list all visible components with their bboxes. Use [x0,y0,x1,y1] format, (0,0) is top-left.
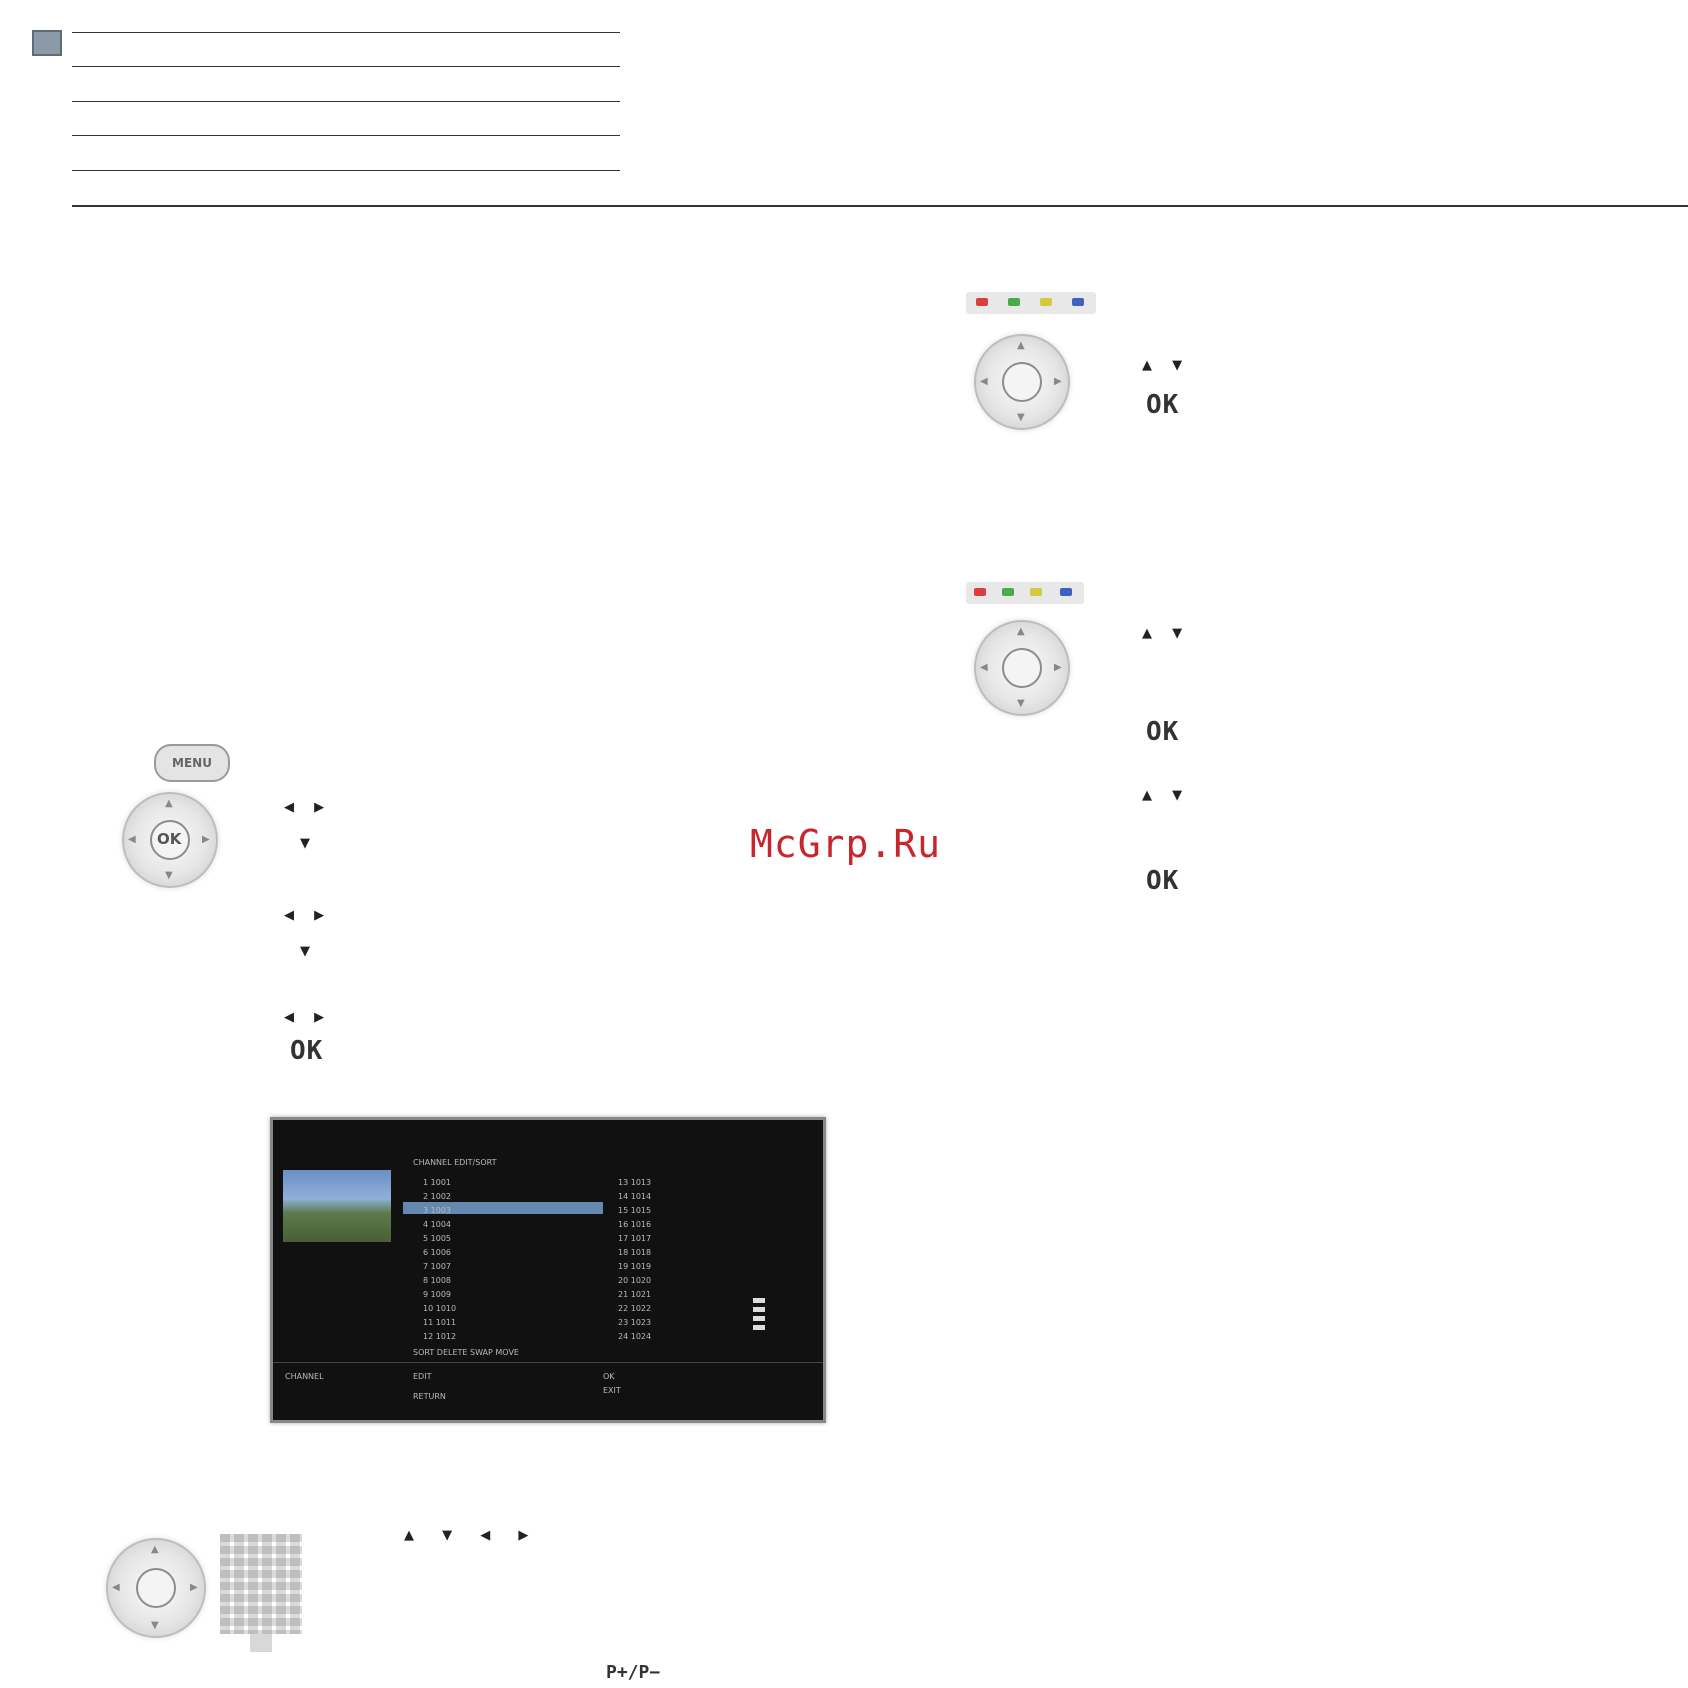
color-buttons-b [966,582,1084,604]
dpad-a-up-icon: ▲ [1017,340,1025,351]
watermark: McGrp.Ru [750,822,942,866]
number-pad-icon [220,1534,302,1634]
blue-button-icon[interactable] [1072,298,1084,306]
a-ok-label: OK [1146,390,1180,420]
tv-channel-item[interactable]: 11 1011 [423,1318,457,1327]
tv-channel-item[interactable]: 17 1017 [618,1234,652,1243]
b-ok-label: OK [1146,717,1180,747]
dpad-b-right-icon: ▶ [1054,662,1062,673]
tv-footer-bar [273,1362,823,1363]
tv-channel-item[interactable]: 2 1002 [423,1192,451,1201]
header-rule-3 [72,101,620,102]
dpad-a-left-icon: ◀ [980,376,988,387]
dpad-b-down-icon: ▼ [1017,698,1025,709]
header-rule-2 [72,66,620,67]
tv-channel-item[interactable]: 14 1014 [618,1192,652,1201]
dpad-ok-label: OK [157,830,182,848]
header-divider [72,205,1688,207]
tv-channel-item[interactable]: 16 1016 [618,1220,652,1229]
yellow-button-icon[interactable] [1040,298,1052,306]
pr-up-down-label: P+/P− [606,1662,661,1683]
tv-channel-item[interactable]: 8 1008 [423,1276,451,1285]
dpad-b-left-icon: ◀ [980,662,988,673]
red-button-b-icon[interactable] [974,588,986,596]
dpad-left-icon: ◀ [128,834,136,845]
dpad-bottom-right-icon: ▶ [190,1582,198,1593]
tv-channel-item[interactable]: 6 1006 [423,1248,451,1257]
tv-channel-item[interactable]: 20 1020 [618,1276,652,1285]
b-up-down-icon: ▲ ▼ [1142,626,1191,641]
blue-button-b-icon[interactable] [1060,588,1072,596]
tv-channel-item[interactable]: 21 1021 [618,1290,652,1299]
header-rule-5 [72,170,620,171]
tv-status-line: SORT DELETE SWAP MOVE [413,1348,519,1357]
tv-channel-item[interactable]: 4 1004 [423,1220,451,1229]
tv-thumbnail [283,1170,391,1242]
step2-left-right-icon: ◀ ▶ [284,908,333,923]
dpad-bottom-down-icon: ▼ [151,1620,159,1631]
dpad-remote-b[interactable]: ▲ ▼ ◀ ▶ [974,620,1070,716]
c-ok-label: OK [1146,866,1180,896]
header-rule-1 [72,32,620,33]
dpad-right-icon: ▶ [202,834,210,845]
dpad-b-up-icon: ▲ [1017,626,1025,637]
tv-header: CHANNEL EDIT/SORT [413,1158,497,1167]
tv-channel-item[interactable]: 7 1007 [423,1262,451,1271]
tv-channel-item[interactable]: 5 1005 [423,1234,451,1243]
step1-left-right-icon: ◀ ▶ [284,800,333,815]
step3-ok-label: OK [290,1036,324,1066]
a-up-down-icon: ▲ ▼ [1142,358,1191,373]
tv-channel-item[interactable]: 24 1024 [618,1332,652,1341]
dpad-remote-1[interactable]: OK ▲ ▼ ◀ ▶ [122,792,218,888]
pr-key-icon [250,1634,272,1652]
menu-button-label: MENU [172,756,212,770]
yellow-button-b-icon[interactable] [1030,588,1042,596]
tv-channel-item[interactable]: 22 1022 [618,1304,652,1313]
section-marker [32,30,62,56]
tv-channel-item[interactable]: 10 1010 [423,1304,457,1313]
step3-left-right-icon: ◀ ▶ [284,1010,333,1025]
tv-footer-red: RETURN [413,1392,446,1401]
green-button-b-icon[interactable] [1002,588,1014,596]
tv-channel-item[interactable]: 18 1018 [618,1248,652,1257]
tv-channel-item[interactable]: 3 1003 [423,1206,451,1215]
tv-channel-item[interactable]: 19 1019 [618,1262,652,1271]
dpad-up-icon: ▲ [165,798,173,809]
dpad-down-icon: ▼ [165,870,173,881]
step1-down-icon: ▼ [300,836,310,851]
step2-down-icon: ▼ [300,944,310,959]
dpad-bottom-left-icon: ◀ [112,1582,120,1593]
tv-channel-item[interactable]: 13 1013 [618,1178,652,1187]
c-up-down-icon: ▲ ▼ [1142,788,1191,803]
tv-channel-item[interactable]: 23 1023 [618,1318,652,1327]
tv-footer-left: CHANNEL [285,1372,324,1381]
nav-arrows-icon: ▲ ▼ ◀ ▶ [404,1528,541,1543]
tv-scroll-marks [753,1298,765,1332]
dpad-remote-bottom[interactable]: ▲ ▼ ◀ ▶ [106,1538,206,1638]
tv-footer-r1: OK [603,1372,615,1381]
red-button-icon[interactable] [976,298,988,306]
tv-channel-item[interactable]: 1 1001 [423,1178,451,1187]
tv-channel-item[interactable]: 12 1012 [423,1332,457,1341]
tv-screen: CHANNEL EDIT/SORT 1 1001 2 1002 3 1003 4 10… [270,1117,826,1423]
dpad-remote-a[interactable]: ▲ ▼ ◀ ▶ [974,334,1070,430]
header-rule-4 [72,135,620,136]
dpad-bottom-up-icon: ▲ [151,1544,159,1555]
tv-channel-item[interactable]: 15 1015 [618,1206,652,1215]
green-button-icon[interactable] [1008,298,1020,306]
color-buttons-a [966,292,1096,314]
tv-channel-item[interactable]: 9 1009 [423,1290,451,1299]
menu-button[interactable]: MENU [154,744,230,782]
tv-footer-r2: EXIT [603,1386,621,1395]
tv-footer-mid: EDIT [413,1372,432,1381]
dpad-a-right-icon: ▶ [1054,376,1062,387]
dpad-a-down-icon: ▼ [1017,412,1025,423]
tv-selection-highlight [403,1202,603,1214]
